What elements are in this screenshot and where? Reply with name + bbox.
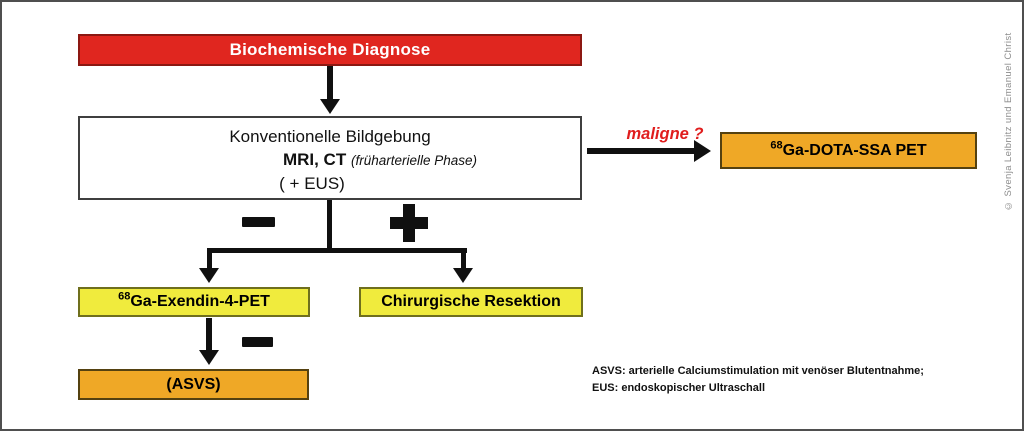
arrow-to-resection-head [453,268,473,283]
imaging-line-1: Konventionelle Bildgebung [229,127,431,146]
arrow-exendin-to-asvs-stem [206,318,212,352]
footnote-eus: EUS: endoskopischer Ultraschall [592,382,765,395]
exendin-pet-label: 68Ga-Exendin-4-PET [118,290,270,310]
exendin-pet-box: 68Ga-Exendin-4-PET [78,287,310,317]
imaging-line-3: ( + EUS) [279,174,345,193]
imaging-mri-ct-label: MRI, CT [282,150,347,169]
footnote-asvs: ASVS: arterielle Calciumstimulation mit … [592,365,924,377]
dota-isotope-superscript: 68 [770,139,783,152]
surgical-resection-label: Chirurgische Resektion [381,293,561,310]
conventional-imaging-box: Konventionelle Bildgebung MRI, CT (früha… [78,116,582,200]
arrow-exendin-to-asvs-head [199,350,219,365]
imaging-phase-label: (früharterielle Phase) [350,153,478,168]
arrow-maligne-head [694,140,711,162]
maligne-label: maligne ? [626,125,704,143]
dota-ssa-pet-box: 68Ga-DOTA-SSA PET [720,132,977,169]
dota-ssa-pet-label: 68Ga-DOTA-SSA PET [770,139,927,159]
credit-text: © Svenja Leibnitz und Emanuel Christ [1003,32,1014,211]
branch-stem [327,200,332,252]
imaging-line-2: MRI, CT (früharterielle Phase) [130,148,630,172]
asvs-box: (ASVS) [78,369,309,400]
minus-icon [242,217,275,227]
branch-right-drop [461,248,466,270]
arrow-diagnosis-to-imaging-head [320,99,340,114]
surgical-resection-box: Chirurgische Resektion [359,287,583,317]
arrow-to-exendin-head [199,268,219,283]
asvs-label: (ASVS) [166,375,221,393]
exendin-isotope-superscript: 68 [118,290,131,303]
plus-icon [390,204,428,242]
arrow-maligne-stem [587,148,695,154]
branch-left-drop [207,248,212,270]
arrow-diagnosis-to-imaging-stem [327,66,333,101]
biochemical-diagnosis-box: Biochemische Diagnose [78,34,582,66]
minus-icon-2 [242,337,273,347]
branch-horizontal-line [207,248,467,253]
biochemical-diagnosis-label: Biochemische Diagnose [229,40,431,59]
footnote: ASVS: arterielle Calciumstimulation mit … [592,363,924,397]
